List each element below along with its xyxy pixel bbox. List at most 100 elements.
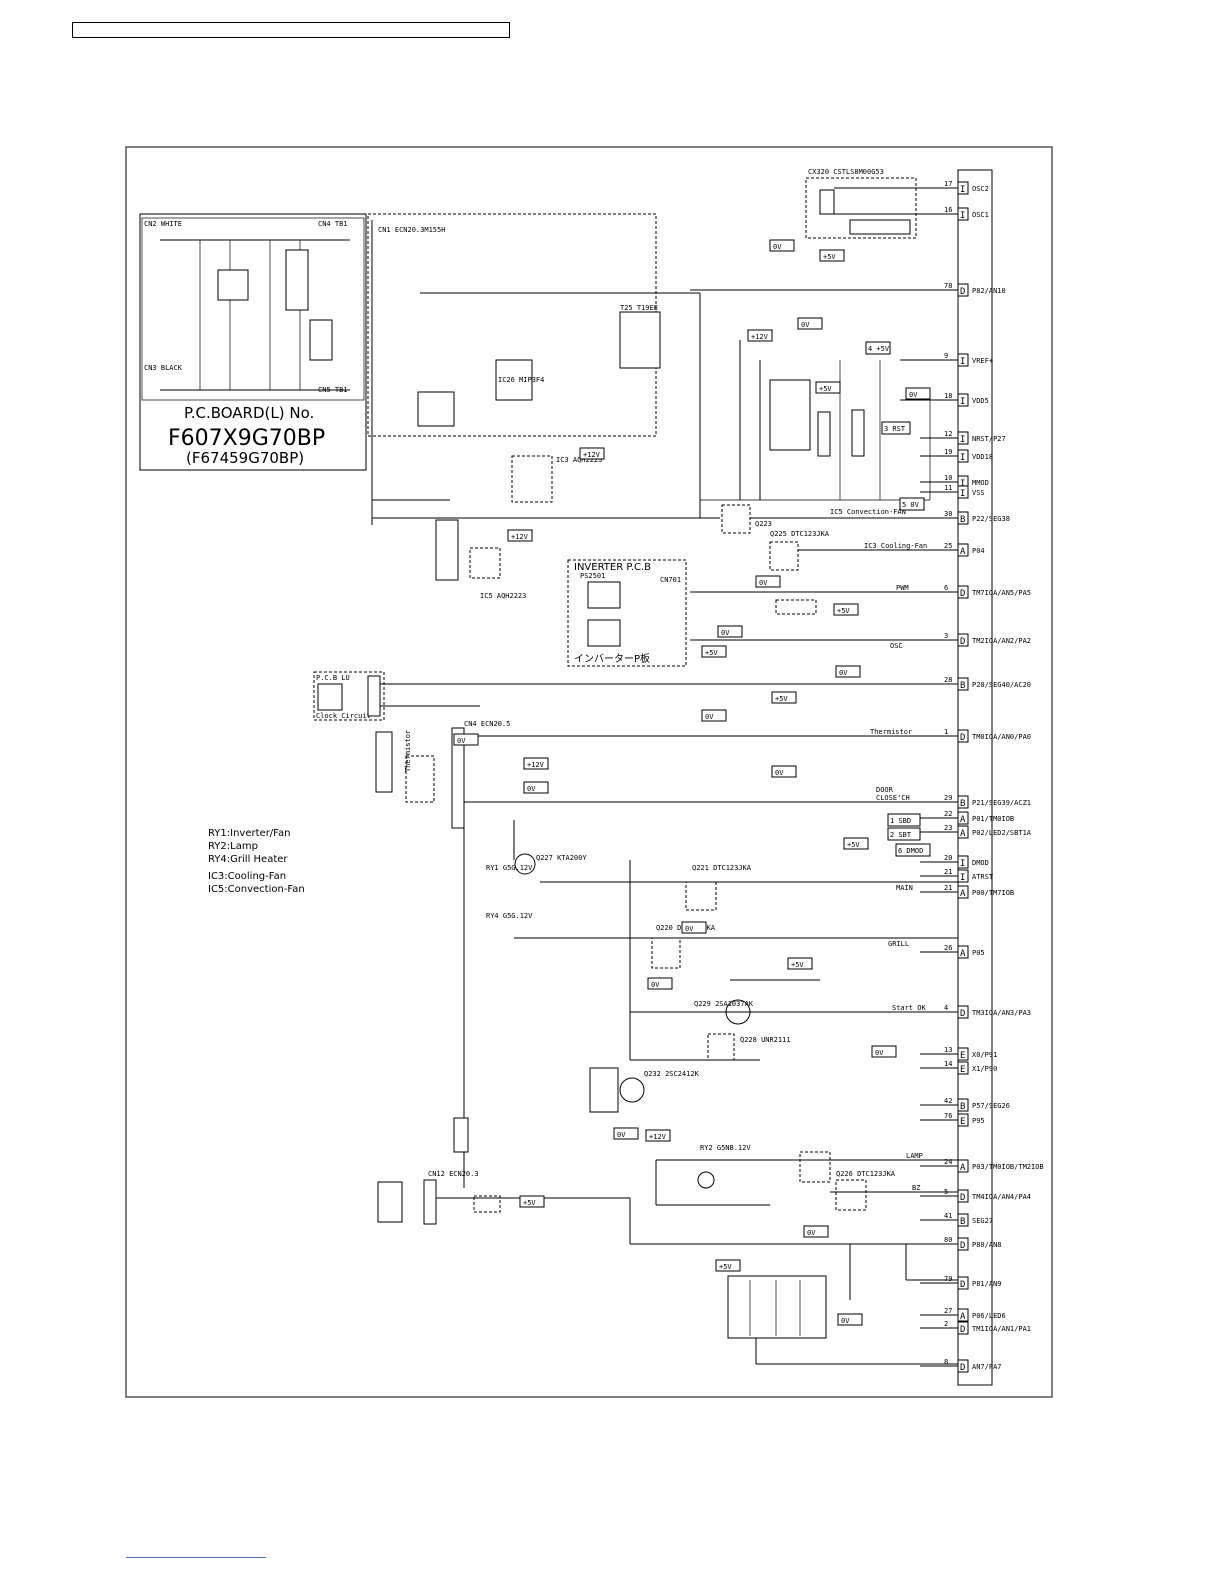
mcu-pin-name: VDD18 [972,453,993,461]
svg-text:CN701: CN701 [660,576,681,584]
svg-text:+12V: +12V [511,533,529,541]
mcu-pin-type: D [960,1009,965,1019]
mcu-pin-number: 14 [944,1060,952,1068]
svg-text:+12V: +12V [583,451,601,459]
power-rail-label: +5V [815,381,841,394]
mcu-pin-name: P03/TM0IOB/TM2IOB [972,1163,1044,1171]
svg-text:CN12 ECN20.3: CN12 ECN20.3 [428,1170,479,1178]
thermistor-signal: Thermistor [870,728,912,736]
mcu-pin-type: D [960,1325,965,1335]
svg-text:Q232 2SC2412K: Q232 2SC2412K [644,1070,700,1078]
mcu-pin-type: D [960,733,965,743]
mcu-pin-type: A [960,815,966,825]
lamp-signal: LAMP [906,1152,923,1160]
power-rail-label: +12V [747,329,773,342]
mcu-pin-number: 22 [944,810,952,818]
mcu-pin-name: TM2IOA/AN2/PA2 [972,637,1031,645]
svg-text:Q223: Q223 [755,520,772,528]
power-rail-label: 0V [453,733,479,746]
legend-item: IC3:Cooling-Fan [208,871,286,882]
svg-text:Q221 DTC123JKA: Q221 DTC123JKA [692,864,752,872]
mcu-pin-list: I17OSC2I16OSC1D78P82/AN10I9VREF+I18VDD5I… [920,180,1044,1373]
start-ok-signal: Start OK [892,1004,927,1012]
footer-line [126,1557,266,1558]
mcu-pin-number: 17 [944,180,952,188]
power-rail-label: 0V [769,239,795,252]
power-rail-labels: 0V+5V0V+12V+5V0V+12V+12V0V0V+5V0V+5V0V0V… [453,239,931,1326]
mcu-pin-name: P57/SEG26 [972,1102,1010,1110]
osc-signal: OSC [890,642,903,650]
mcu-pin-number: 16 [944,206,952,214]
svg-text:+5V: +5V [847,841,860,849]
svg-text:CN2 WHITE: CN2 WHITE [144,220,182,228]
mcu-pin-type: I [960,185,965,195]
mcu-pin-type: A [960,1312,966,1322]
mcu-pin-number: 80 [944,1236,952,1244]
svg-text:0V: 0V [875,1049,884,1057]
mcu-pin-name: OSC1 [972,211,989,219]
svg-text:0V: 0V [651,981,660,989]
svg-text:RY1 G5G.12V: RY1 G5G.12V [486,864,533,872]
mcu-pin-number: 6 [944,584,948,592]
mcu-pin-type: B [960,1102,965,1112]
mcu-pin-number: 24 [944,1158,952,1166]
power-rail-label: +5V [833,603,859,616]
mcu-pin-number: 23 [944,824,952,832]
legend-item: IC5:Convection-Fan [208,884,305,895]
svg-text:CN4 TB1: CN4 TB1 [318,220,348,228]
mcu-pin-name: P95 [972,1117,985,1125]
svg-text:+5V: +5V [719,1263,732,1271]
power-rail-label: +12V [523,757,549,770]
mcu-pin-type: I [960,435,965,445]
mcu-pin-number: 10 [944,474,952,482]
mcu-pin-name: X1/P90 [972,1065,997,1073]
mcu-pin-name: P82/AN10 [972,287,1006,295]
power-rail-label: +5V [701,645,727,658]
mcu-pin-number: 3 [944,632,948,640]
mcu-pin-number: 42 [944,1097,952,1105]
mcu-pin-type: B [960,515,965,525]
mcu-body [957,169,993,1386]
mcu-pin-type: I [960,873,965,883]
t25-label: T25 T19EE [620,304,658,312]
cn4-connector [451,727,465,829]
svg-text:Q226 DTC123JKA: Q226 DTC123JKA [836,1170,896,1178]
mcu-pin-type: I [960,489,965,499]
legend-item: RY2:Lamp [208,841,258,852]
mcu-pin-number: 78 [944,282,952,290]
mcu-pin-type: I [960,453,965,463]
close-signal: CLOSE'CH [876,794,910,802]
svg-text:0V: 0V [685,925,694,933]
svg-text:PS2501: PS2501 [580,572,605,580]
mcu-pin-name: DMOD [972,859,989,867]
svg-text:+5V: +5V [523,1199,536,1207]
ic3-label: IC3 AQH2223 [556,456,602,464]
mcu-pin-number: 13 [944,1046,952,1054]
mcu-pin-number: 21 [944,884,952,892]
svg-text:0V: 0V [807,1229,816,1237]
pwm-signal: PWM [896,584,909,592]
mcu-pin-name: VSS [972,489,985,497]
mcu-pin-name: P02/LED2/SBT1A [972,829,1032,837]
mcu-pin-type: E [960,1051,965,1061]
mcu-pin-name: P01/TM0IOB [972,815,1014,823]
mcu-pin-type: A [960,1163,966,1173]
mcu-pin-number: 9 [944,352,948,360]
svg-text:RY2 G5NB.12V: RY2 G5NB.12V [700,1144,751,1152]
mcu-pin-type: E [960,1065,965,1075]
mcu-pin-type: I [960,357,965,367]
power-rail-label: 0V [803,1225,829,1238]
svg-text:+5V: +5V [791,961,804,969]
